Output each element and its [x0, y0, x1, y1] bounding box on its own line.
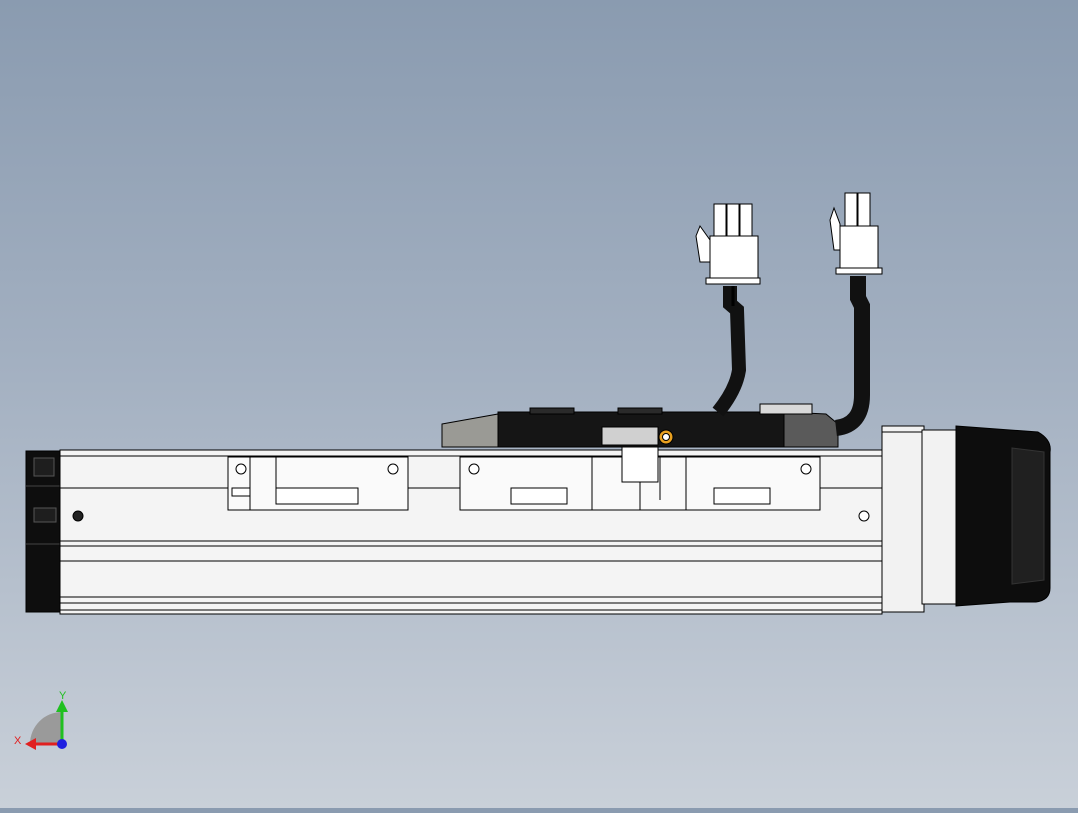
cable-right: [834, 276, 870, 436]
cable-connector-2pin: [829, 192, 883, 275]
carriage-block-center: [459, 456, 641, 511]
servo-motor: [955, 425, 1051, 607]
motor-flange: [881, 425, 959, 613]
x-axis-label: X: [14, 735, 22, 747]
controller-housing: [441, 403, 839, 448]
carriage-block-right: [639, 456, 821, 511]
axis-triad: [25, 700, 68, 750]
left-end-cap: [25, 450, 63, 613]
cable-connector-3pin: [695, 203, 761, 285]
carriage-block-left: [227, 456, 409, 511]
cable-left: [712, 286, 747, 417]
y-axis-label: Y: [59, 690, 67, 702]
